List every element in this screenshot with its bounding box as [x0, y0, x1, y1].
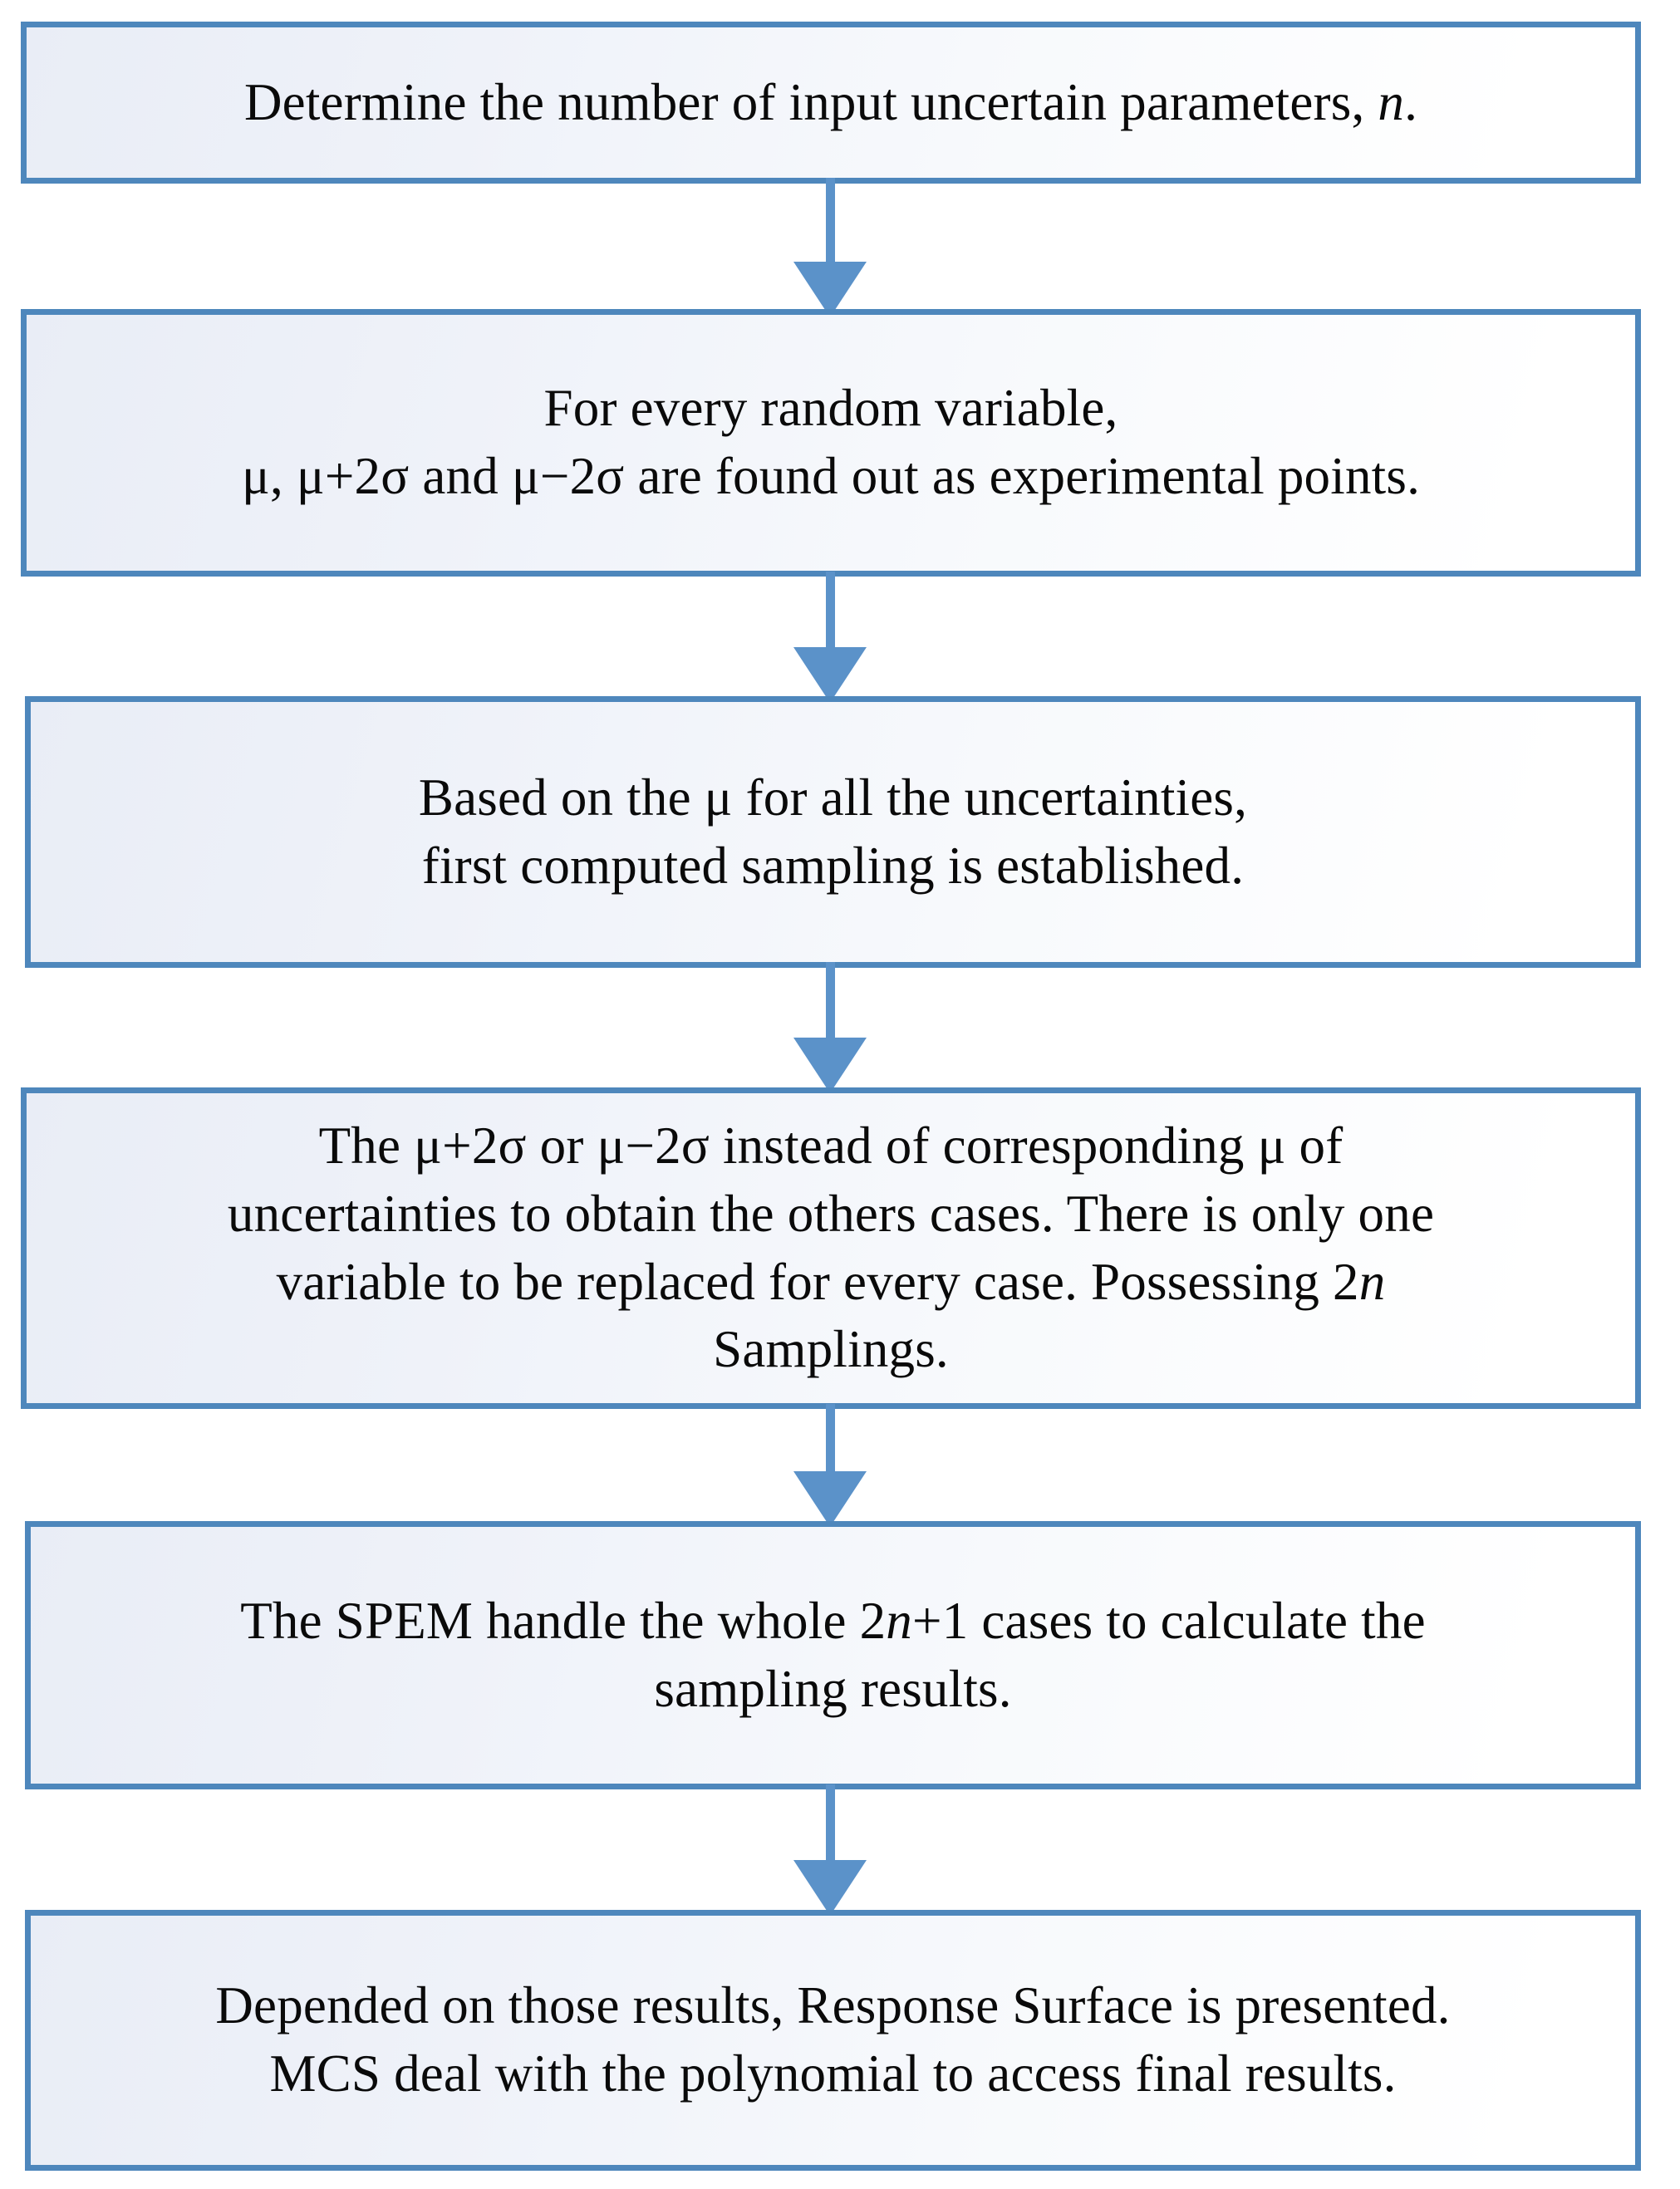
node-text-line: Samplings. [713, 1320, 949, 1379]
arrow-shaft [825, 962, 835, 1038]
italic-variable: n [1378, 72, 1405, 131]
down-arrow-icon-step5-to-step6 [780, 1784, 880, 1916]
node-text-line: Determine the number of input uncertain … [243, 72, 1418, 131]
node-text-line: The SPEM handle the whole 2n+1 cases to … [240, 1591, 1426, 1650]
arrow-shaft [825, 1784, 835, 1860]
arrow-head [793, 1860, 867, 1916]
arrow-shaft [825, 1404, 835, 1471]
arrow-shaft [825, 178, 835, 262]
italic-variable: n [1358, 1252, 1386, 1311]
node-text-line: μ, μ+2σ and μ−2σ are found out as experi… [241, 447, 1421, 505]
down-arrow-icon-step1-to-step2 [780, 178, 880, 317]
node-text-line: Depended on those results, Response Surf… [215, 1976, 1451, 2035]
arrow-head [793, 1471, 867, 1527]
arrow-shaft [825, 572, 835, 647]
italic-variable: n [886, 1591, 912, 1650]
flowchart-node-spem-calculation-step: The SPEM handle the whole 2n+1 cases to … [25, 1521, 1641, 1789]
node-text: The μ+2σ or μ−2σ instead of correspondin… [27, 1112, 1635, 1385]
node-text: Depended on those results, Response Surf… [31, 1972, 1635, 2108]
flowchart-node-experimental-points-step: For every random variable, μ, μ+2σ and μ−… [21, 309, 1641, 577]
node-text: For every random variable, μ, μ+2σ and μ−… [27, 375, 1635, 511]
flowchart-node-response-surface-mcs-step: Depended on those results, Response Surf… [25, 1910, 1641, 2171]
node-text-line: variable to be replaced for every case. … [276, 1252, 1386, 1311]
node-text: Based on the μ for all the uncertainties… [31, 764, 1635, 901]
down-arrow-icon-step3-to-step4 [780, 962, 880, 1093]
node-text-line: sampling results. [654, 1659, 1012, 1718]
arrow-head [793, 1038, 867, 1093]
node-text-line: MCS deal with the polynomial to access f… [269, 2044, 1397, 2103]
flowchart-node-determine-parameters-step: Determine the number of input uncertain … [21, 22, 1641, 184]
node-text-line: The μ+2σ or μ−2σ instead of correspondin… [318, 1116, 1344, 1175]
arrow-head [793, 647, 867, 703]
node-text: Determine the number of input uncertain … [27, 69, 1635, 137]
node-text-line: first computed sampling is established. [421, 836, 1245, 895]
down-arrow-icon-step4-to-step5 [780, 1404, 880, 1527]
flowchart-node-replace-variable-step: The μ+2σ or μ−2σ instead of correspondin… [21, 1087, 1641, 1409]
node-text: The SPEM handle the whole 2n+1 cases to … [31, 1588, 1635, 1724]
node-text-line: Based on the μ for all the uncertainties… [418, 768, 1248, 827]
flowchart-node-first-sampling-step: Based on the μ for all the uncertainties… [25, 696, 1641, 968]
node-text-line: For every random variable, [543, 379, 1118, 438]
node-text-line: uncertainties to obtain the others cases… [227, 1184, 1435, 1243]
down-arrow-icon-step2-to-step3 [780, 572, 880, 703]
